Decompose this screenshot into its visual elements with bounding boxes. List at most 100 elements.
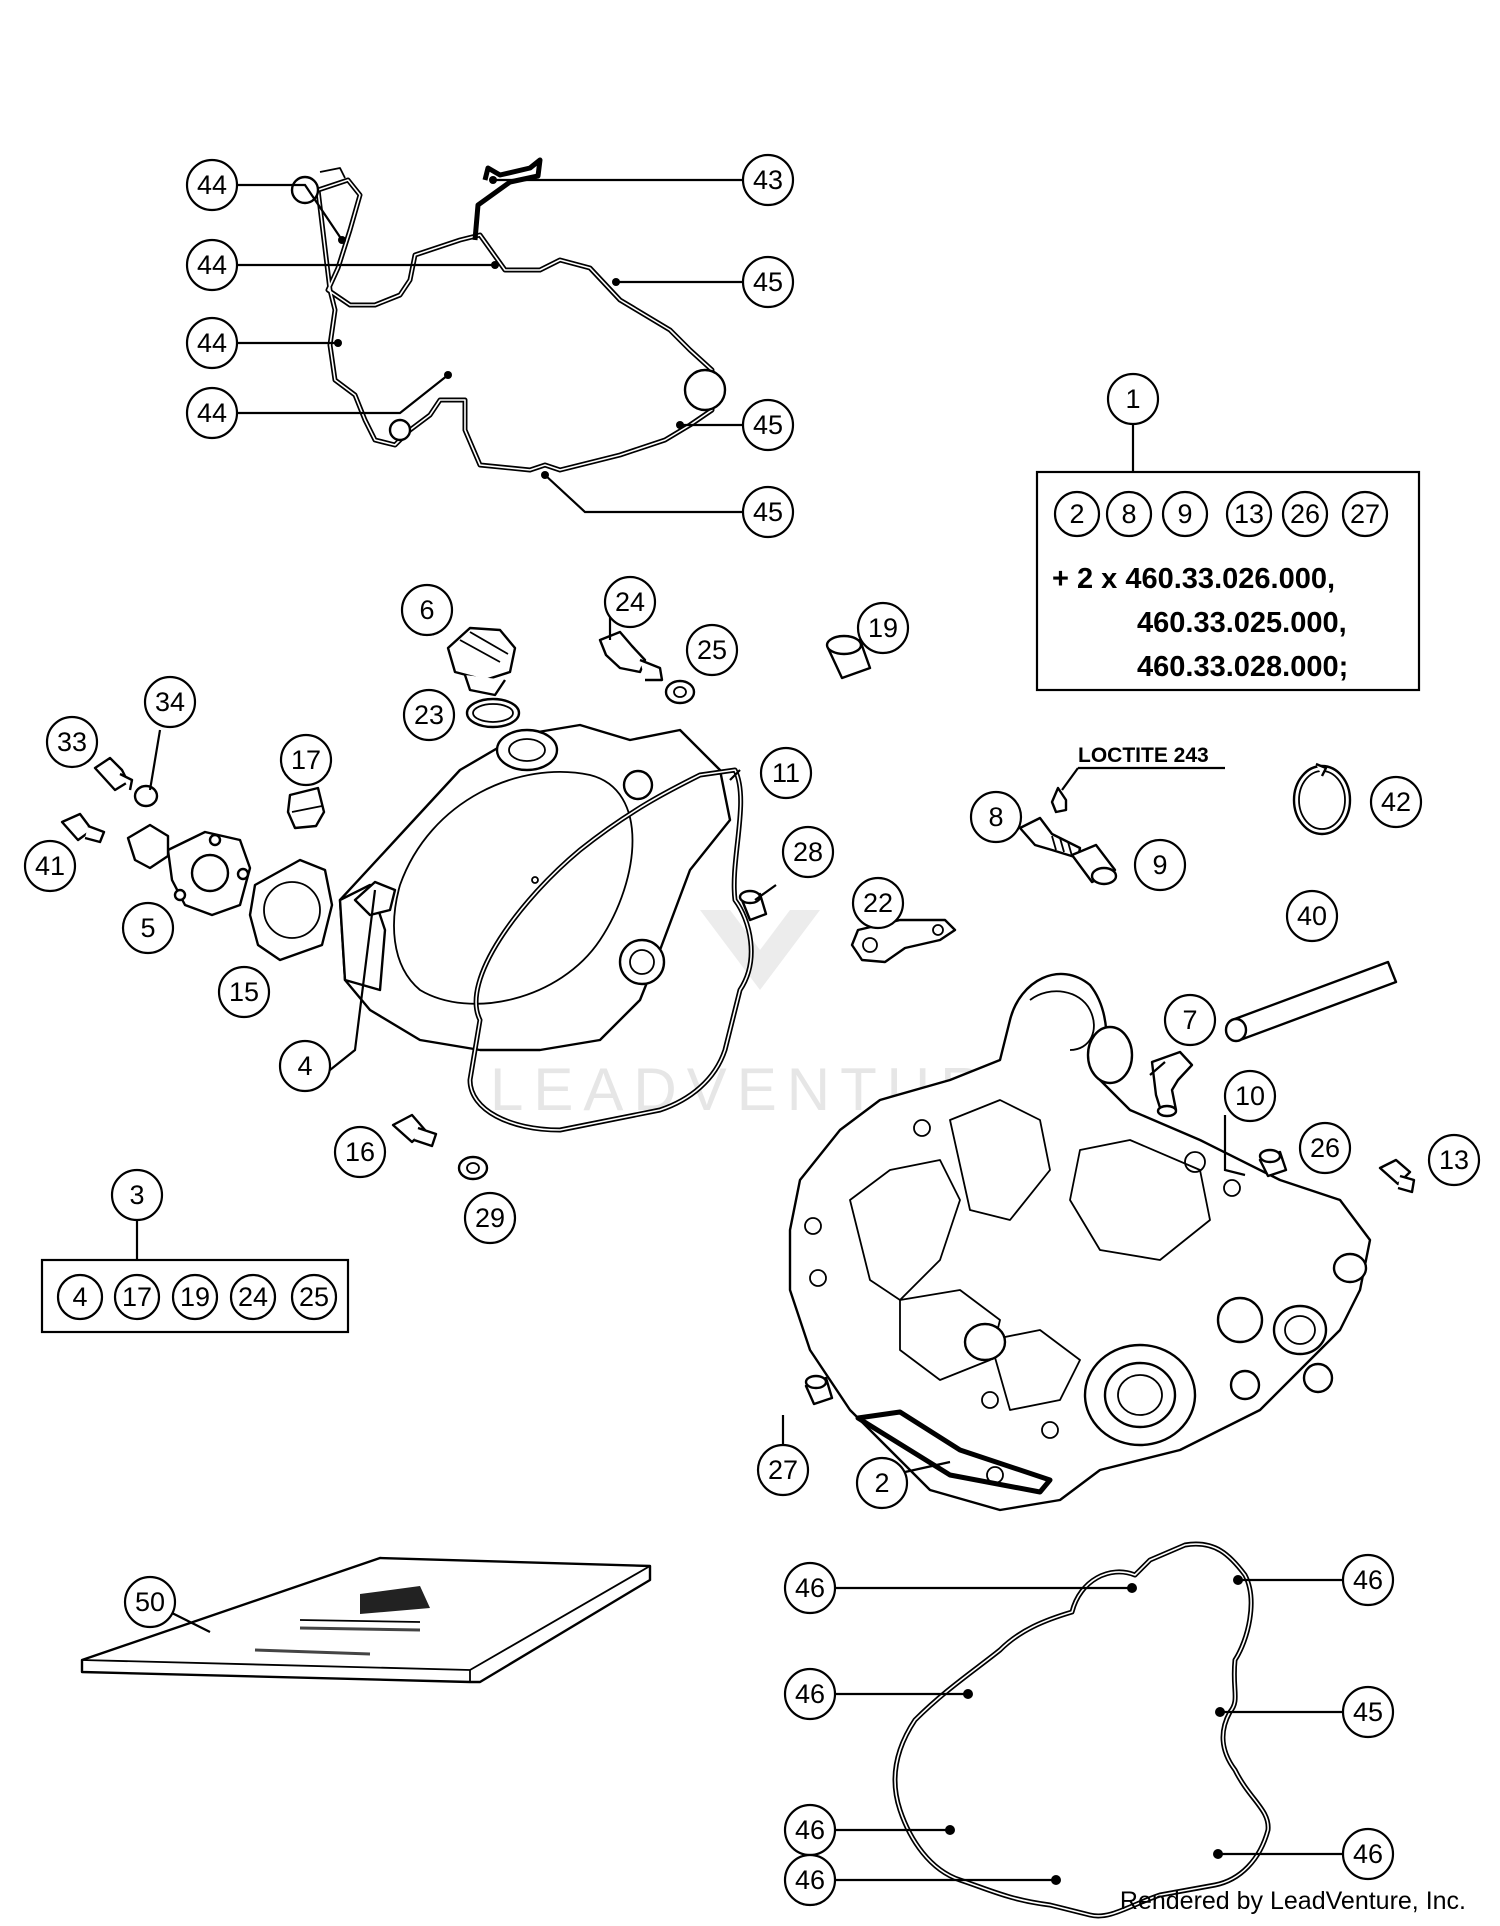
callout-15: 15	[217, 965, 271, 1019]
svg-text:46: 46	[795, 1815, 825, 1845]
svg-text:17: 17	[122, 1282, 152, 1312]
svg-text:45: 45	[753, 267, 783, 297]
svg-text:2: 2	[874, 1468, 889, 1498]
screw-33	[93, 756, 134, 792]
kit-1-line-2: 460.33.025.000,	[1137, 607, 1347, 639]
callout-46-b: 46	[1341, 1553, 1395, 1607]
callout-2: 2	[855, 1456, 909, 1510]
svg-text:45: 45	[753, 497, 783, 527]
kit-1-group: + 2 x 460.33.026.000, 460.33.025.000, 46…	[1035, 424, 1421, 692]
svg-text:24: 24	[615, 587, 645, 617]
svg-text:9: 9	[1152, 850, 1167, 880]
svg-text:28: 28	[793, 837, 823, 867]
svg-text:25: 25	[299, 1282, 329, 1312]
svg-text:43: 43	[753, 165, 783, 195]
svg-text:7: 7	[1182, 1005, 1197, 1035]
callout-22: 22	[851, 876, 905, 930]
callout-42: 42	[1369, 775, 1423, 829]
svg-text:15: 15	[229, 977, 259, 1007]
svg-text:25: 25	[697, 635, 727, 665]
screw-24	[598, 630, 664, 682]
svg-text:27: 27	[768, 1455, 798, 1485]
callout-26: 26	[1298, 1121, 1352, 1175]
washer-29	[457, 1155, 489, 1181]
callout-34: 34	[143, 675, 197, 729]
svg-text:23: 23	[414, 700, 444, 730]
svg-text:41: 41	[35, 851, 65, 881]
svg-text:24: 24	[238, 1282, 268, 1312]
top-clutch-cover-gasket	[290, 157, 727, 473]
svg-text:42: 42	[1381, 787, 1411, 817]
callout-17: 17	[279, 733, 333, 787]
callout-6: 6	[400, 583, 454, 637]
svg-text:6: 6	[419, 595, 434, 625]
bottom-leaders	[834, 1575, 1342, 1885]
svg-text:4: 4	[72, 1282, 87, 1312]
kit-3-item-19: 19	[171, 1273, 219, 1321]
kit-1-line-3: 460.33.028.000;	[1137, 651, 1348, 683]
svg-text:26: 26	[1310, 1133, 1340, 1163]
oil-filler-plug-6	[446, 626, 517, 697]
kit-1-item-26: 26	[1281, 490, 1329, 538]
svg-text:46: 46	[795, 1865, 825, 1895]
callout-kit-1: 1	[1106, 372, 1160, 426]
callout-28: 28	[781, 825, 835, 879]
bottom-ignition-cover-gasket	[892, 1541, 1271, 1919]
svg-text:16: 16	[345, 1137, 375, 1167]
callout-46-f: 46	[783, 1853, 837, 1907]
callout-16: 16	[333, 1125, 387, 1179]
svg-text:44: 44	[197, 398, 227, 428]
svg-text:8: 8	[1121, 499, 1136, 529]
screw-41	[60, 812, 106, 844]
callout-27: 27	[756, 1443, 810, 1497]
kit-1-item-9: 9	[1161, 490, 1209, 538]
callout-8: 8	[969, 790, 1023, 844]
cover-gasket-11	[467, 767, 754, 1133]
kit-1-item-2: 2	[1053, 490, 1101, 538]
callout-25: 25	[685, 623, 739, 677]
kit-3-item-4: 4	[56, 1273, 104, 1321]
callout-45-b: 45	[741, 398, 795, 452]
callout-45-c: 45	[741, 485, 795, 539]
svg-text:27: 27	[1350, 499, 1380, 529]
svg-text:26: 26	[1290, 499, 1320, 529]
svg-text:11: 11	[772, 758, 800, 788]
svg-text:33: 33	[57, 727, 87, 757]
dowel-27	[804, 1374, 834, 1406]
crankcase-gasket-2	[855, 1409, 1053, 1495]
bolt-8	[1018, 816, 1082, 860]
callout-44-c: 44	[185, 316, 239, 370]
loctite-243-marker: LOCTITE 243	[1050, 744, 1225, 814]
callout-44-a: 44	[185, 158, 239, 212]
crankcase	[788, 972, 1372, 1512]
svg-text:50: 50	[135, 1587, 165, 1617]
lever-22	[850, 918, 957, 964]
callout-41: 41	[23, 839, 77, 893]
kit-1-line-1: + 2 x 460.33.026.000,	[1052, 563, 1335, 595]
elbow-fitting-7	[1150, 1050, 1194, 1118]
svg-text:22: 22	[863, 888, 893, 918]
callout-kit-3: 3	[110, 1168, 164, 1222]
callout-11: 11	[759, 746, 813, 800]
callout-46-e: 46	[1341, 1827, 1395, 1881]
callout-40: 40	[1285, 889, 1339, 943]
svg-text:2: 2	[1069, 499, 1084, 529]
svg-text:46: 46	[1353, 1565, 1383, 1595]
svg-text:9: 9	[1177, 499, 1192, 529]
svg-text:44: 44	[197, 250, 227, 280]
svg-text:17: 17	[291, 745, 321, 775]
plug-17	[286, 786, 326, 830]
svg-text:40: 40	[1297, 901, 1327, 931]
svg-text:45: 45	[1353, 1697, 1383, 1727]
pump-gasket-15	[248, 858, 334, 962]
callout-23: 23	[402, 688, 456, 742]
svg-text:34: 34	[155, 687, 185, 717]
render-credit: Rendered by LeadVenture, Inc.	[1119, 1887, 1466, 1915]
svg-text:4: 4	[297, 1051, 312, 1081]
owners-manual-50	[80, 1556, 652, 1684]
svg-text:5: 5	[140, 913, 155, 943]
callout-46-d: 46	[783, 1803, 837, 1857]
dowel-26	[1258, 1148, 1288, 1178]
svg-text:13: 13	[1439, 1145, 1469, 1175]
